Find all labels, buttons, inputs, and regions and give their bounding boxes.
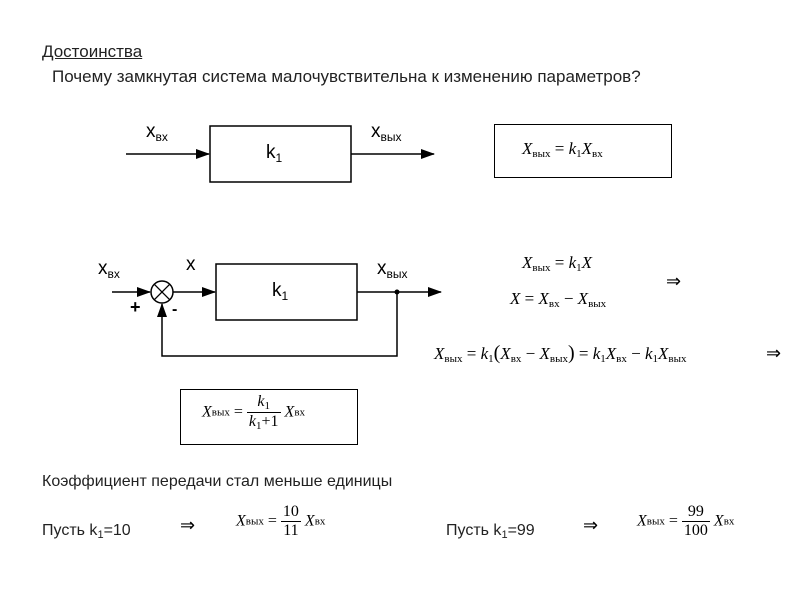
example-1-assumption: Пусть k1=10 bbox=[42, 522, 131, 541]
example-2-implies-arrow: ⇒ bbox=[583, 515, 599, 535]
result-formula-box bbox=[180, 389, 358, 445]
closed-output-label: xвых bbox=[377, 258, 408, 281]
feedback-path bbox=[157, 292, 398, 357]
page-heading: Достоинства bbox=[42, 42, 143, 61]
equation-3: Xвых = k1(Xвх − Xвых) = k1Xвх − k1Xвых bbox=[434, 342, 687, 365]
example-2-assumption: Пусть k1=99 bbox=[446, 522, 535, 541]
equation-2: X = Xвх − Xвых bbox=[510, 289, 607, 310]
implies-arrow-2: ⇒ bbox=[766, 343, 782, 363]
open-loop-formula-box bbox=[494, 124, 672, 178]
equation-1: Xвых = k1X bbox=[522, 253, 593, 274]
closed-input-label: xвх bbox=[98, 258, 120, 281]
result-formula: Xвых = k1 k1+1 Xвх bbox=[202, 393, 306, 432]
minus-sign: - bbox=[172, 301, 178, 318]
summing-cross-b bbox=[153, 283, 171, 301]
plus-sign: + bbox=[130, 297, 141, 317]
gain-note: Коэффициент передачи стал меньше единицы bbox=[42, 473, 393, 490]
open-block-label: k1 bbox=[266, 142, 283, 165]
error-signal-label: x bbox=[186, 254, 196, 275]
example-1-implies-arrow: ⇒ bbox=[180, 515, 196, 535]
open-output-label: xвых bbox=[371, 121, 402, 144]
question-text: Почему замкнутая система малочувствитель… bbox=[52, 67, 641, 86]
open-input-label: xвх bbox=[146, 121, 168, 144]
closed-block-label: k1 bbox=[272, 280, 289, 303]
implies-arrow-1: ⇒ bbox=[666, 271, 682, 291]
open-block-k1 bbox=[209, 125, 352, 183]
open-loop-formula: Xвых = k1Xвх bbox=[522, 139, 603, 160]
